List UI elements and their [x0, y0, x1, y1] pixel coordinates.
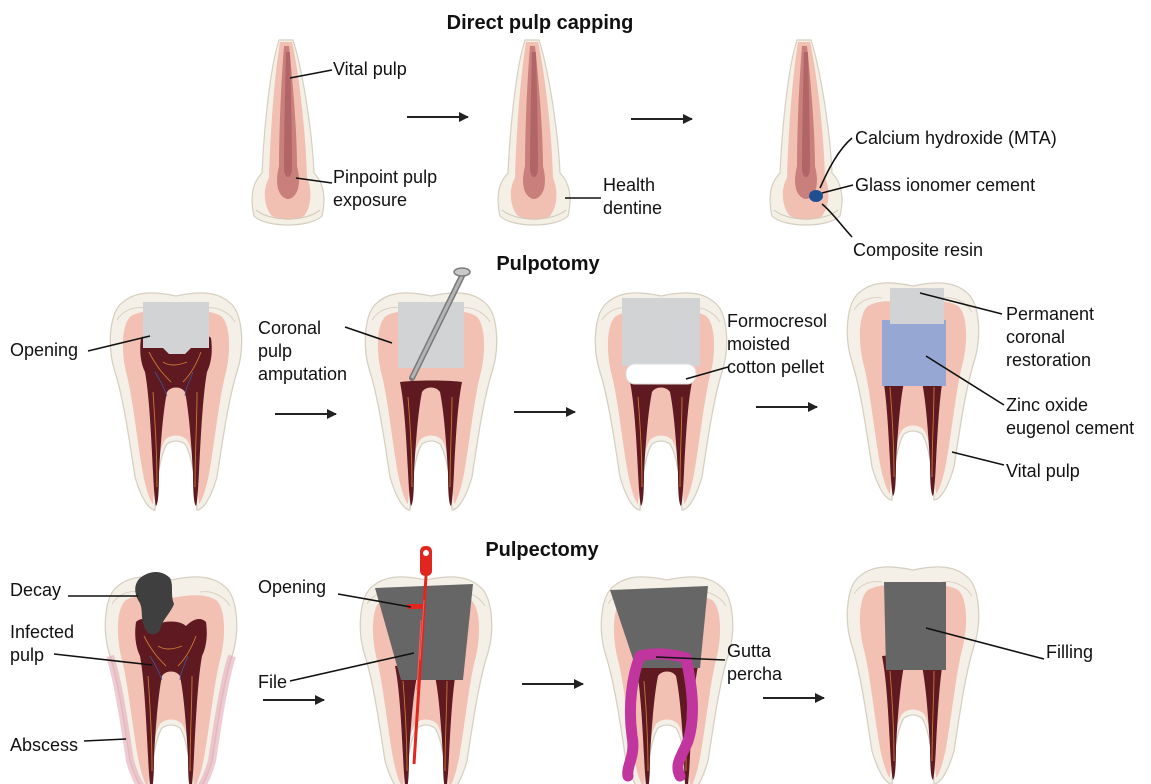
label-perm-line1: Permanent — [1006, 304, 1094, 324]
cotton-pellet — [626, 364, 696, 384]
label-opening-pulpectomy: Opening — [258, 577, 326, 597]
pulpotomy-tooth-2 — [365, 293, 496, 510]
title-pulpotomy: Pulpotomy — [496, 253, 600, 275]
zinc-oxide-layer — [882, 320, 946, 386]
label-gutta-line1: Gutta — [727, 641, 772, 661]
leader-vital-pulp-2 — [952, 452, 1004, 465]
label-gutta-line2: percha — [727, 664, 783, 684]
label-formo-line1: Formocresol — [727, 311, 827, 331]
label-zinc-line2: eugenol cement — [1006, 418, 1134, 438]
mta-blue-capping — [809, 190, 823, 202]
label-composite: Composite resin — [853, 240, 983, 260]
label-filling: Filling — [1046, 642, 1093, 662]
pulpectomy-tooth-4 — [847, 567, 978, 784]
pulpotomy-tooth-4 — [847, 283, 978, 500]
title-pulpectomy: Pulpectomy — [485, 539, 599, 561]
dpc-tooth-1 — [252, 40, 324, 225]
label-infected-line1: Infected — [10, 622, 74, 642]
label-calcium: Calcium hydroxide (MTA) — [855, 128, 1057, 148]
pulpotomy-tooth-1 — [110, 293, 241, 510]
dpc-tooth-3 — [770, 40, 842, 225]
label-coronal-line1: Coronal — [258, 318, 321, 338]
label-infected-line2: pulp — [10, 645, 44, 665]
label-formo-line2: moisted — [727, 334, 790, 354]
pulpectomy-tooth-3 — [601, 577, 732, 784]
final-filling-block — [884, 582, 946, 670]
label-coronal-line2: pulp — [258, 341, 292, 361]
label-vital-pulp-1: Vital pulp — [333, 59, 407, 79]
permanent-restoration-block — [890, 288, 944, 324]
label-pinpoint-line1: Pinpoint pulp — [333, 167, 437, 187]
label-decay: Decay — [10, 580, 61, 600]
pulpectomy-tooth-1 — [105, 572, 236, 784]
title-direct-pulp-capping: Direct pulp capping — [447, 12, 634, 34]
label-glass: Glass ionomer cement — [855, 175, 1035, 195]
label-perm-line2: coronal — [1006, 327, 1065, 347]
pulpotomy-tooth-3 — [595, 293, 726, 510]
label-health-line1: Health — [603, 175, 655, 195]
label-formo-line3: cotton pellet — [727, 357, 824, 377]
pulpectomy-tooth-2 — [360, 577, 491, 784]
label-pinpoint-line2: exposure — [333, 190, 407, 210]
label-file: File — [258, 672, 287, 692]
label-abscess: Abscess — [10, 735, 78, 755]
leader-abscess — [84, 739, 126, 741]
label-vital-pulp-2: Vital pulp — [1006, 461, 1080, 481]
dpc-tooth-2 — [498, 40, 570, 225]
label-zinc-line1: Zinc oxide — [1006, 395, 1088, 415]
opening-cavity — [143, 302, 209, 354]
label-perm-line3: restoration — [1006, 350, 1091, 370]
label-coronal-line3: amputation — [258, 364, 347, 384]
label-health-line2: dentine — [603, 198, 662, 218]
label-opening-pulpotomy: Opening — [10, 340, 78, 360]
